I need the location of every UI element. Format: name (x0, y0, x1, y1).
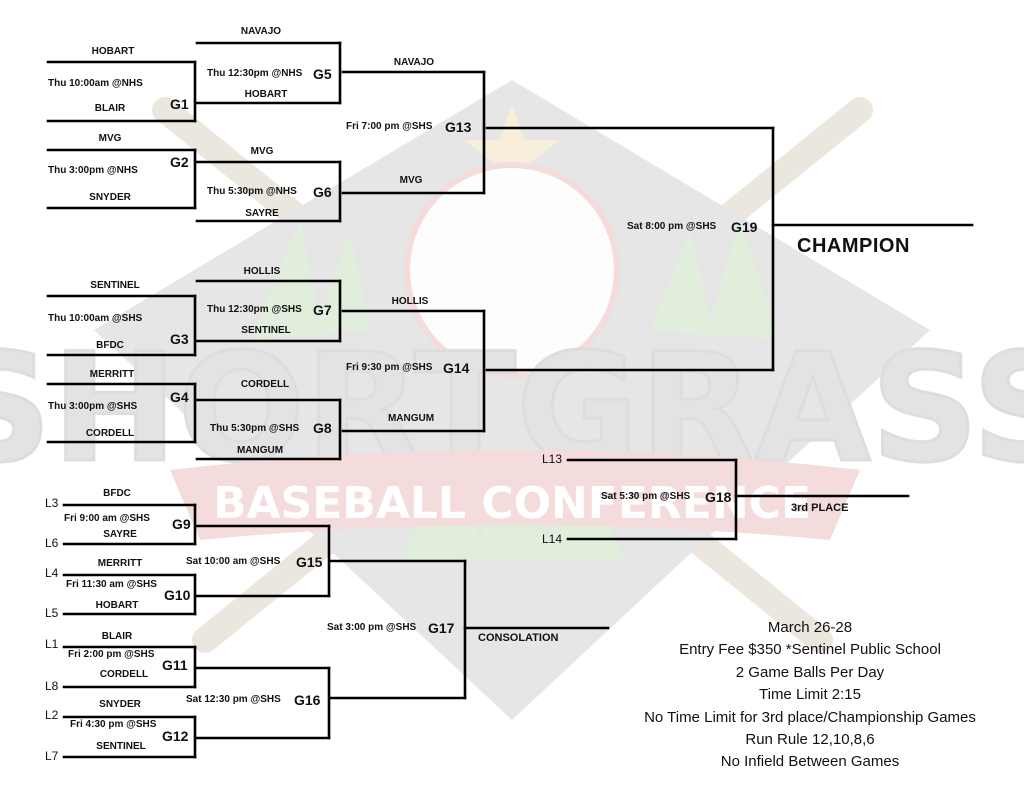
game-time: Fri 7:00 pm @SHS (346, 121, 433, 132)
team-name: BLAIR (101, 631, 133, 642)
game-number: G11 (162, 657, 188, 673)
loser-slot: L8 (45, 679, 59, 693)
game-number: G18 (705, 489, 732, 505)
game-time: Thu 5:30pm @NHS (207, 186, 297, 197)
loser-slot: L7 (45, 749, 59, 763)
loser-slot: L6 (45, 536, 59, 550)
loser-slot: L4 (45, 566, 59, 580)
note-run-rule: Run Rule 12,10,8,6 (745, 731, 875, 749)
game-time: Fri 4:30 pm @SHS (70, 719, 157, 730)
note-entry-fee: Entry Fee $350 *Sentinel Public School (679, 641, 941, 659)
game-number: G1 (170, 96, 189, 112)
note-time-limit: Time Limit 2:15 (759, 686, 861, 704)
team-name: SAYRE (245, 208, 279, 219)
game-time: Fri 9:00 am @SHS (64, 513, 150, 524)
team-name: HOLLIS (391, 296, 429, 307)
game-number: G6 (313, 184, 332, 200)
game-time: Fri 9:30 pm @SHS (346, 362, 433, 373)
team-name: HOBART (244, 89, 288, 100)
game-time: Sat 3:00 pm @SHS (327, 622, 417, 633)
game-time: Fri 2:00 pm @SHS (68, 649, 155, 660)
team-name: CORDELL (85, 428, 135, 439)
note-no-time-limit: No Time Limit for 3rd place/Championship… (644, 708, 976, 726)
game-time: Thu 3:00pm @NHS (48, 165, 138, 176)
team-name: MERRITT (97, 558, 143, 569)
team-name: MANGUM (387, 413, 435, 424)
game-number: G13 (445, 119, 472, 135)
game-number: G17 (428, 620, 455, 636)
game-time: Thu 12:30pm @NHS (207, 68, 303, 79)
team-name: SENTINEL (96, 741, 146, 752)
team-name: MVG (399, 175, 423, 186)
team-name: CORDELL (99, 669, 149, 680)
note-dates: March 26-28 (767, 619, 853, 636)
game-number: G15 (296, 554, 323, 570)
team-name: MERRITT (89, 369, 135, 380)
game-time: Sat 8:00 pm @SHS (627, 221, 717, 232)
team-name: SNYDER (99, 699, 141, 710)
team-name: MVG (98, 133, 122, 144)
team-name: MANGUM (236, 445, 284, 456)
team-name: BLAIR (94, 103, 126, 114)
game-time: Sat 5:30 pm @SHS (601, 491, 691, 502)
loser-slot: L3 (45, 496, 59, 510)
game-number: G4 (170, 389, 189, 405)
team-name: NAVAJO (240, 26, 282, 37)
loser-slot: L1 (45, 637, 59, 651)
consolation-title: CONSOLATION (478, 632, 559, 644)
game-number: G10 (164, 587, 191, 603)
team-name: CORDELL (240, 379, 290, 390)
team-name: SENTINEL (241, 325, 291, 336)
team-name: SENTINEL (90, 280, 140, 291)
game-time: Thu 3:00pm @SHS (48, 401, 138, 412)
loser-slot: L5 (45, 606, 59, 620)
team-name: BFDC (96, 340, 124, 351)
team-name: HOBART (91, 46, 135, 57)
game-number: G7 (313, 302, 332, 318)
game-time: Fri 11:30 am @SHS (66, 579, 157, 590)
tournament-notes: March 26-28 Entry Fee $350 *Sentinel Pub… (600, 617, 1020, 774)
game-number: G19 (731, 219, 758, 235)
team-name: NAVAJO (393, 57, 435, 68)
note-game-balls: 2 Game Balls Per Day (735, 663, 885, 681)
team-name: HOLLIS (243, 266, 281, 277)
third-place-title: 3rd PLACE (791, 502, 849, 514)
game-time: Sat 12:30 pm @SHS (186, 694, 281, 705)
game-time: Thu 5:30pm @SHS (210, 423, 300, 434)
game-number: G14 (443, 360, 470, 376)
game-number: G16 (294, 692, 321, 708)
game-time: Thu 10:00am @SHS (48, 313, 143, 324)
team-name: SNYDER (89, 192, 131, 203)
game-time: Thu 12:30pm @SHS (207, 304, 302, 315)
team-name: BFDC (103, 488, 131, 499)
team-name: SAYRE (103, 529, 137, 540)
team-name: MVG (250, 146, 274, 157)
champion-title: CHAMPION (797, 235, 910, 257)
game-number: G8 (313, 420, 332, 436)
loser-slot: L13 (542, 452, 563, 466)
game-number: G12 (162, 728, 189, 744)
game-number: G9 (172, 516, 191, 532)
game-number: G5 (313, 66, 332, 82)
loser-slot: L2 (45, 708, 59, 722)
team-name: HOBART (95, 600, 139, 611)
game-time: Sat 10:00 am @SHS (186, 556, 281, 567)
loser-slot: L14 (542, 532, 563, 546)
note-no-infield: No Infield Between Games (720, 753, 900, 771)
game-number: G2 (170, 154, 189, 170)
game-number: G3 (170, 331, 189, 347)
game-time: Thu 10:00am @NHS (48, 78, 143, 89)
